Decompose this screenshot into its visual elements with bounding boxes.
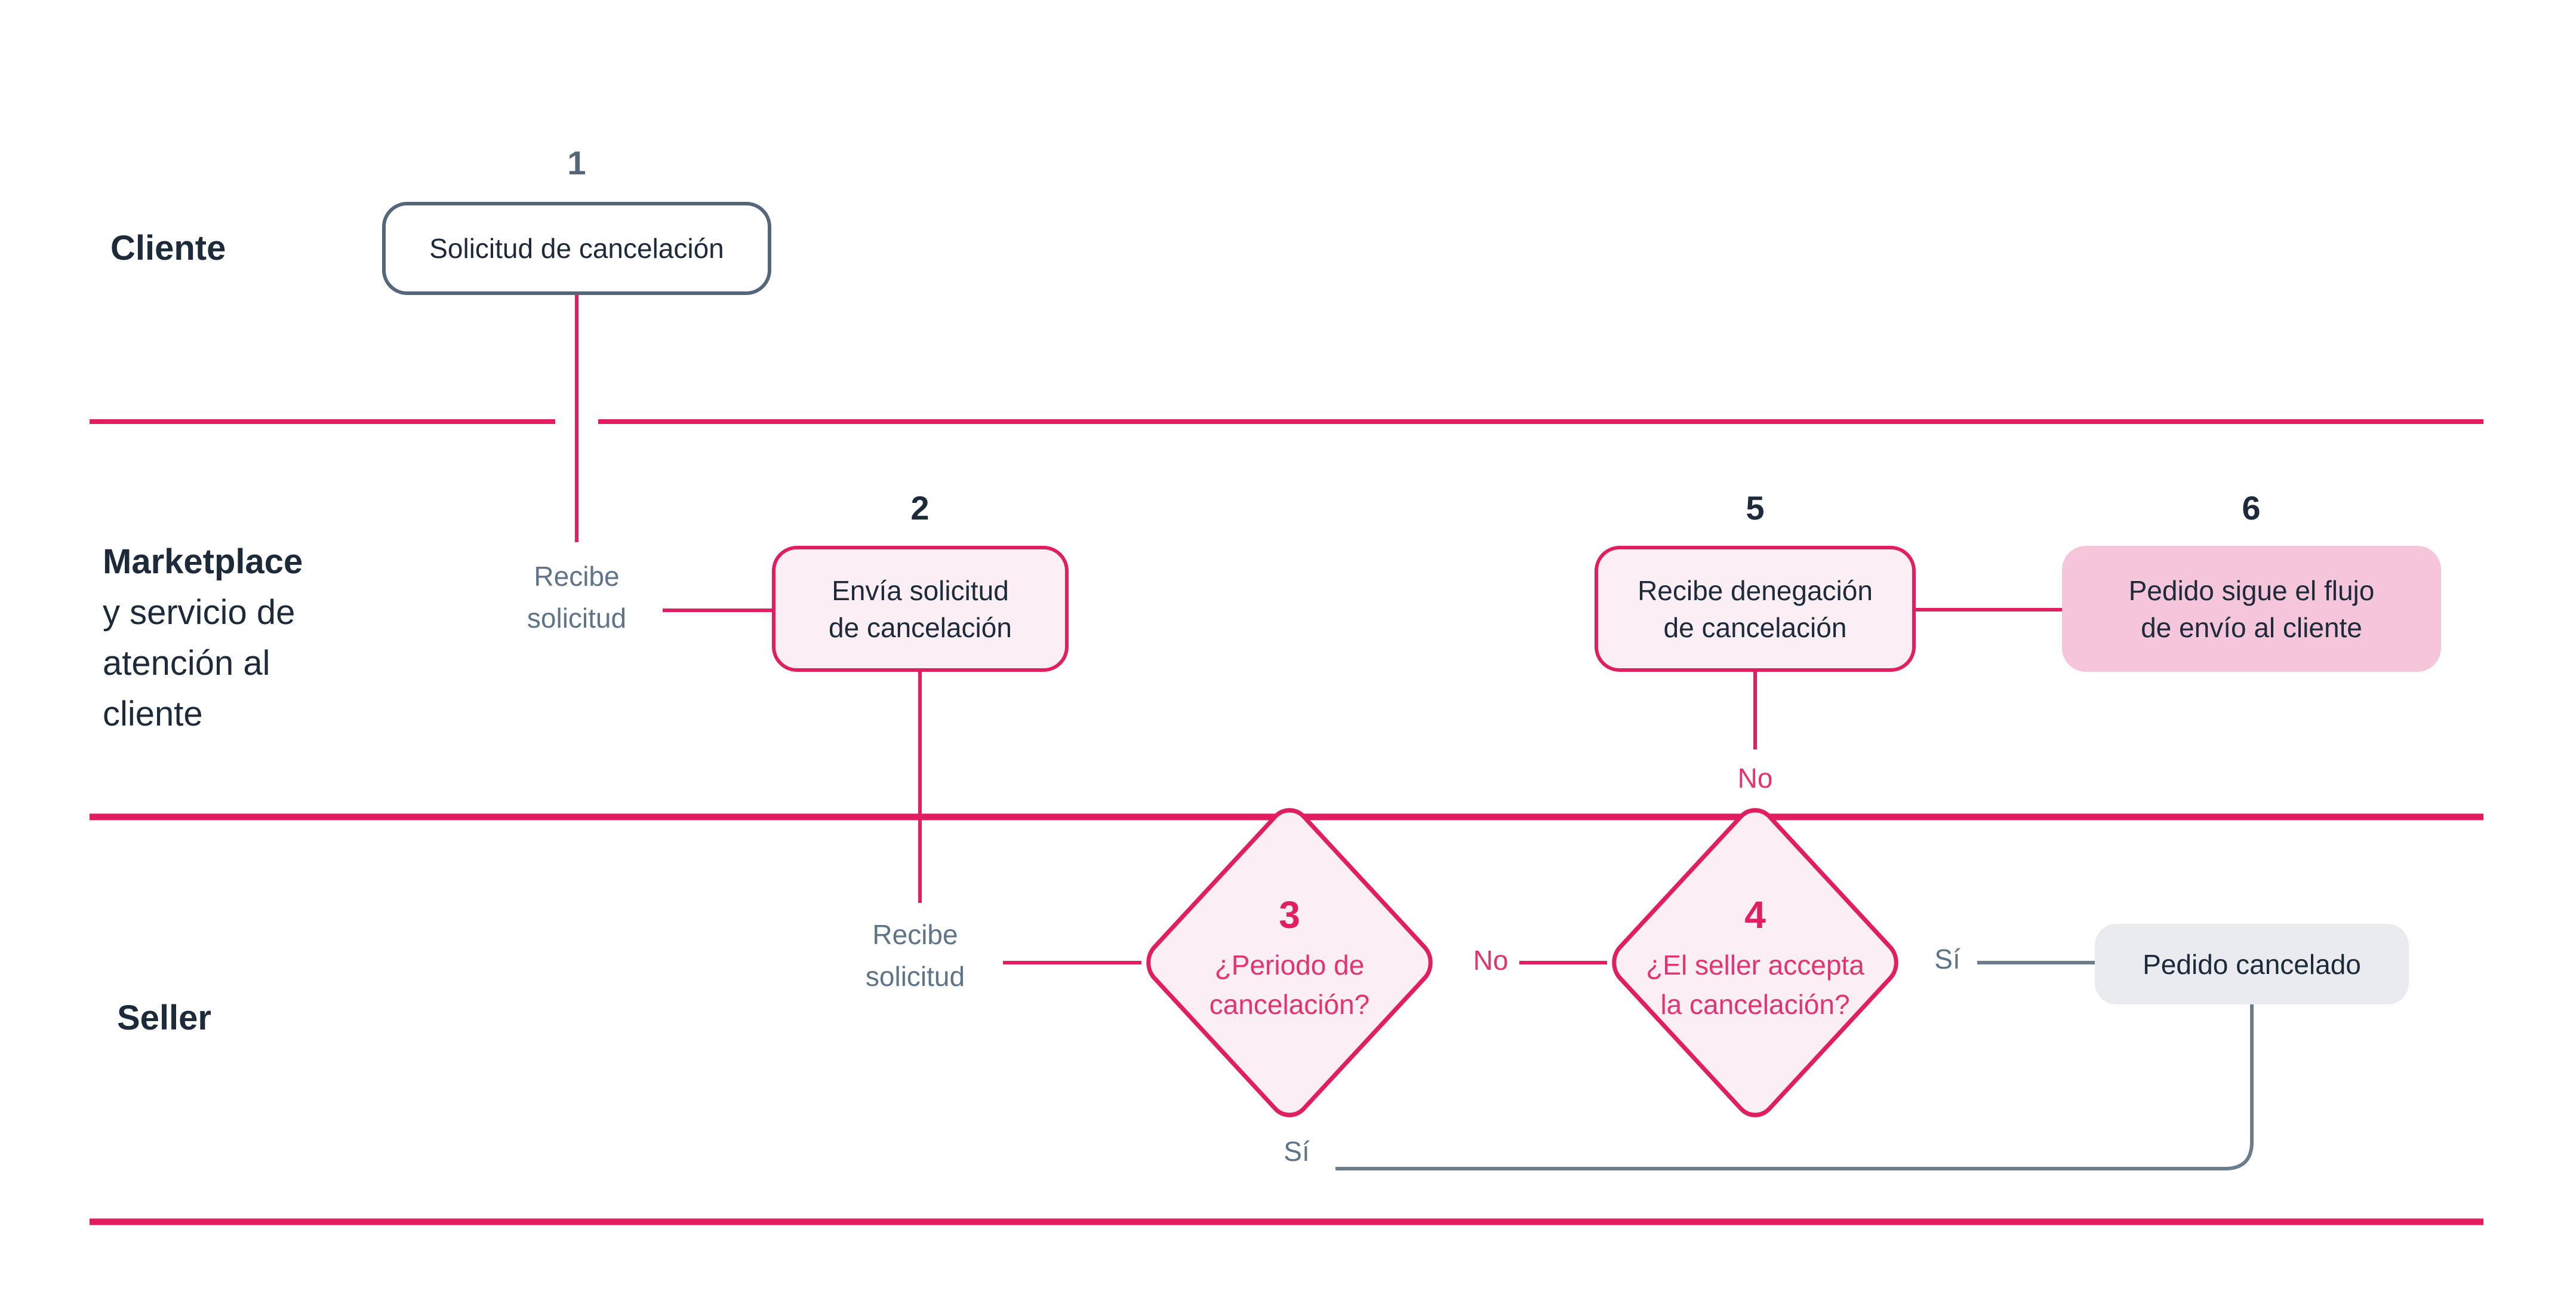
- edge-label-recibe-marketplace: Recibe solicitud: [527, 561, 627, 634]
- edge-label-step3-si: Sí: [1284, 1136, 1310, 1167]
- edge-label-step4-no: No: [1737, 763, 1773, 794]
- step4-number: 4: [1744, 893, 1766, 936]
- lane-label-marketplace-rest: y servicio de atención al cliente: [103, 593, 296, 733]
- edge-label-recibe-seller: Recibe solicitud: [865, 919, 965, 992]
- cancelled-box: Pedido cancelado: [2095, 924, 2409, 1004]
- step5-box: Recibe denegación de cancelación: [1595, 546, 1916, 672]
- decision-step3-diamond: [1146, 808, 1433, 1117]
- decision-step4-content: 4 ¿El seller accepta la cancelación?: [1624, 857, 1886, 1060]
- step4-question: ¿El seller accepta la cancelación?: [1646, 949, 1864, 1020]
- step3-number: 3: [1279, 893, 1300, 936]
- edge-label-step4-si: Sí: [1934, 944, 1961, 975]
- step6-number: 6: [2242, 489, 2261, 527]
- lane-label-cliente: Cliente: [110, 229, 226, 268]
- step6-box: Pedido sigue el flujo de envío al client…: [2062, 546, 2441, 672]
- lane-label-marketplace-bold: Marketplace: [103, 542, 303, 581]
- step2-number: 2: [910, 489, 930, 527]
- step2-box: Envía solicitud de cancelación: [772, 546, 1069, 672]
- lane-label-marketplace: Marketplace y servicio de atención al cl…: [103, 536, 303, 739]
- connector-step3-si-return: [1335, 1004, 2254, 1170]
- lane-label-seller: Seller: [117, 998, 211, 1037]
- step1-number: 1: [567, 144, 586, 182]
- decision-step3-content: 3 ¿Periodo de cancelación?: [1170, 857, 1409, 1060]
- edge-label-step3-no: No: [1473, 945, 1509, 976]
- step3-question: ¿Periodo de cancelación?: [1209, 949, 1370, 1020]
- step5-number: 5: [1746, 489, 1765, 527]
- step1-box: Solicitud de cancelación: [382, 202, 771, 295]
- decision-step4-diamond: [1612, 808, 1898, 1117]
